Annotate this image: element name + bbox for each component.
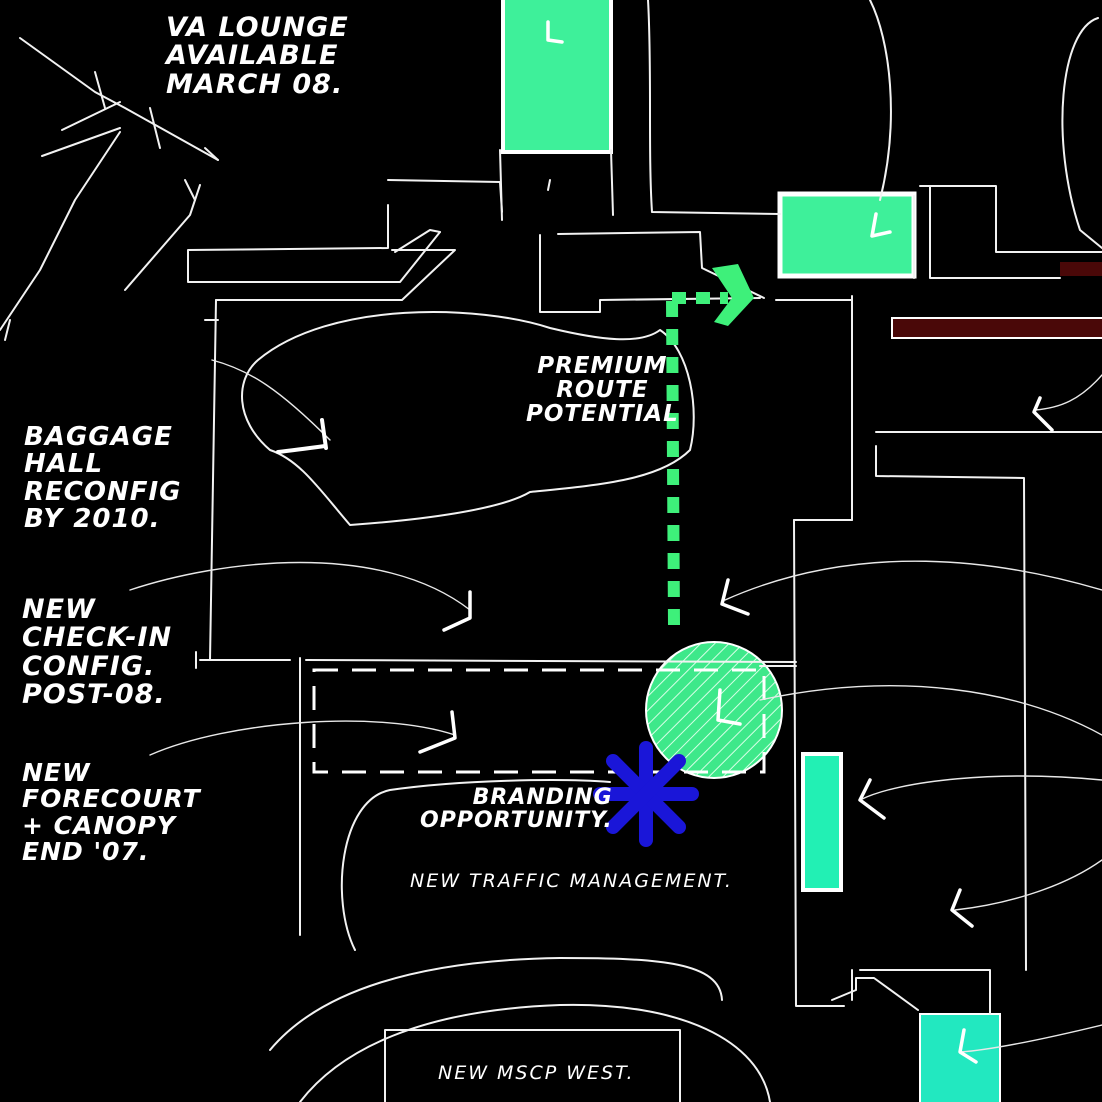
hub-circle (645, 641, 783, 779)
mscp-west-label: NEW MSCP WEST. (438, 1062, 635, 1084)
check-in-label: NEW CHECK-IN CONFIG. POST-08. (22, 594, 173, 711)
premium-route-arrow-icon (712, 264, 754, 326)
premium-route-label: PREMIUM ROUTE POTENTIAL (526, 353, 679, 428)
dark-red-bar-lower (891, 317, 1102, 339)
green-block-top (501, 0, 613, 154)
branding-label: BRANDING OPPORTUNITY. (420, 785, 613, 834)
asterisk-icon (593, 741, 699, 847)
green-block-right (777, 191, 917, 279)
va-lounge-label: VA LOUNGE AVAILABLE MARCH 08. (166, 12, 349, 100)
baggage-hall-label: BAGGAGE HALL RECONFIG BY 2010. (24, 422, 182, 534)
dark-red-bar-upper (1060, 262, 1102, 276)
teal-block-bottom (919, 1013, 1001, 1102)
premium-route-path (666, 264, 754, 626)
forecourt-label: NEW FORECOURT + CANOPY END '07. (22, 758, 201, 866)
traffic-management-label: NEW TRAFFIC MANAGEMENT. (410, 870, 733, 892)
teal-block-vertical (801, 752, 843, 892)
